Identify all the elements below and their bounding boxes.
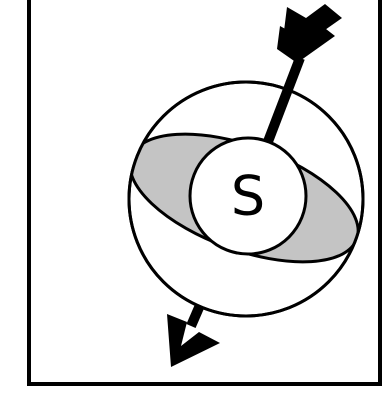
- frame-left-border: [27, 0, 31, 386]
- feather-chevron-icon: [277, 4, 342, 63]
- frame-right-border: [378, 0, 382, 386]
- spin-label: S: [231, 165, 265, 228]
- frame-bottom-border: [27, 382, 382, 386]
